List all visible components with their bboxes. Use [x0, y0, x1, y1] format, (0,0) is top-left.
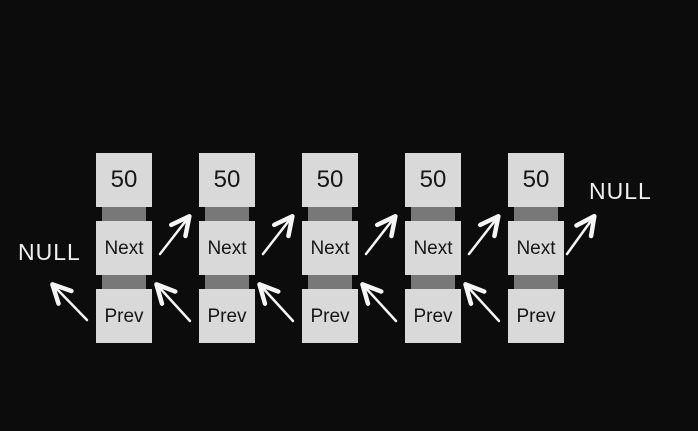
prev-arrow: [154, 282, 192, 323]
prev-pointer-box: Prev: [508, 289, 564, 343]
prev-connector: [514, 275, 558, 289]
next-arrow: [158, 213, 192, 256]
next-pointer-box: Next: [508, 221, 564, 275]
prev-connector: [102, 275, 146, 289]
prev-connector: [205, 275, 249, 289]
next-arrow: [261, 213, 295, 256]
prev-pointer-box: Prev: [199, 289, 255, 343]
next-arrow: [467, 213, 501, 256]
next-pointer-box: Next: [302, 221, 358, 275]
node-value-box: 50: [199, 153, 255, 207]
prev-pointer-box: Prev: [405, 289, 461, 343]
next-pointer-box: Next: [96, 221, 152, 275]
next-pointer-box: Next: [199, 221, 255, 275]
node-value-box: 50: [508, 153, 564, 207]
prev-pointer-box: Prev: [96, 289, 152, 343]
null-label-tail: NULL: [589, 178, 652, 204]
null-label-head: NULL: [18, 239, 81, 265]
prev-arrow: [360, 282, 398, 323]
node-value-box: 50: [302, 153, 358, 207]
prev-connector: [308, 275, 352, 289]
next-connector: [514, 207, 558, 221]
prev-connector: [411, 275, 455, 289]
next-arrow-to-null: [565, 213, 597, 256]
prev-pointer-box: Prev: [302, 289, 358, 343]
next-connector: [102, 207, 146, 221]
node-value-box: 50: [96, 153, 152, 207]
prev-arrow: [463, 282, 501, 323]
next-connector: [411, 207, 455, 221]
next-connector: [308, 207, 352, 221]
node-value-box: 50: [405, 153, 461, 207]
prev-arrow-to-null: [50, 282, 89, 322]
prev-arrow: [257, 282, 295, 323]
next-arrow: [364, 213, 398, 256]
next-connector: [205, 207, 249, 221]
next-pointer-box: Next: [405, 221, 461, 275]
